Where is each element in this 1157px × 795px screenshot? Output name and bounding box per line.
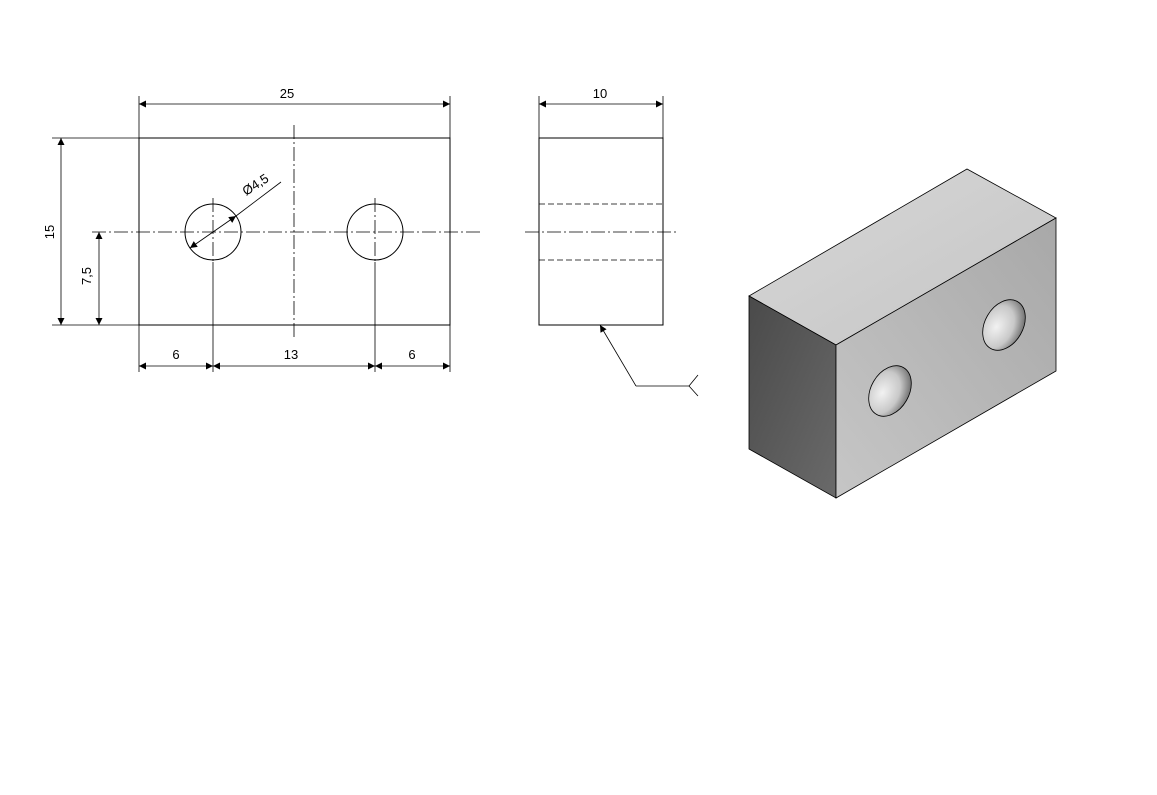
left-offset-label: 6 (172, 347, 179, 362)
front-view: 25 15 7,5 6 13 6 Ø4,5 (42, 86, 480, 372)
side-view: 10 (525, 86, 699, 397)
diameter-leader-line (235, 181, 282, 217)
center-height-label: 7,5 (79, 267, 94, 285)
front-view-outline (138, 137, 451, 326)
right-offset-label: 6 (408, 347, 415, 362)
width-label: 25 (280, 86, 294, 101)
iso-left-hole (868, 365, 912, 417)
thickness-label: 10 (593, 86, 607, 101)
height-label: 15 (42, 225, 57, 239)
surface-finish-symbol (688, 374, 699, 397)
iso-front-face (835, 217, 1057, 499)
hole-spacing-label: 13 (284, 347, 298, 362)
iso-right-hole (982, 299, 1026, 351)
isometric-view (748, 168, 1057, 499)
side-view-outline (538, 137, 664, 326)
diameter-dimension-line (189, 215, 237, 249)
hole-diameter-label: Ø4,5 (239, 171, 271, 199)
surface-finish-leader (599, 324, 637, 387)
